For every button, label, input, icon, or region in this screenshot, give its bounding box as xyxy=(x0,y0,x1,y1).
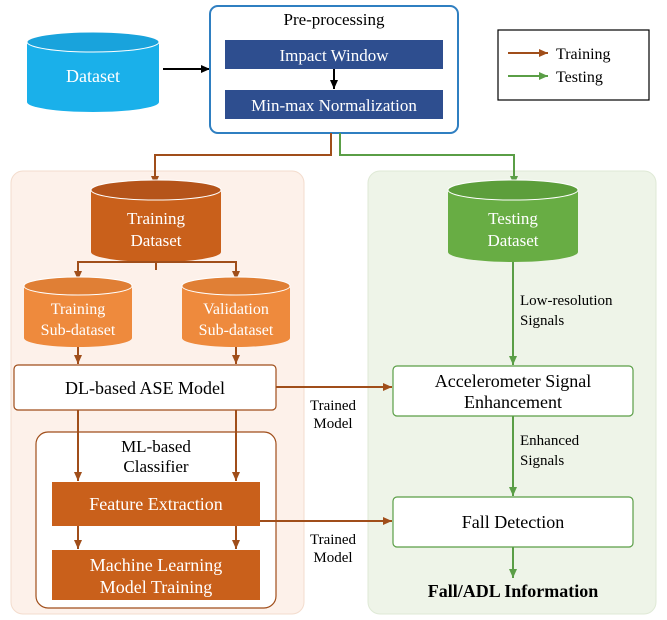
training-subdataset-label-1: Training xyxy=(51,301,106,318)
enhanced-label-2: Signals xyxy=(520,453,564,469)
testing-dataset-label-1: Testing xyxy=(488,209,538,228)
low-res-label-2: Signals xyxy=(520,313,564,329)
impact-window-box xyxy=(225,40,443,69)
trained-model-label-2a: Trained xyxy=(310,532,357,548)
classifier-title-2: Classifier xyxy=(123,457,188,476)
validation-subdataset-cylinder xyxy=(181,276,291,347)
training-to-val-sub-arrow xyxy=(156,261,240,280)
legend-box xyxy=(497,29,650,101)
trained-model-label-1a: Trained xyxy=(310,398,357,414)
preprocessing-to-testing-arrow xyxy=(339,133,518,185)
enhancement-label-2: Enhancement xyxy=(464,392,562,412)
minmax-box xyxy=(225,90,443,119)
training-dataset-cylinder xyxy=(90,179,222,262)
enhancement-label-1: Accelerometer Signal xyxy=(435,371,591,391)
training-dataset-label-2: Dataset xyxy=(131,231,182,250)
minmax-label: Min-max Normalization xyxy=(251,96,417,115)
validation-subdataset-label-1: Validation xyxy=(203,301,269,318)
feature-extraction-box xyxy=(52,482,260,526)
trained-model-label-2b: Model xyxy=(313,550,352,566)
dataset-label: Dataset xyxy=(66,66,120,86)
validation-subdataset-label-2: Sub-dataset xyxy=(199,322,274,339)
testing-dataset-cylinder xyxy=(447,179,579,262)
ml-training-label-2: Model Training xyxy=(100,577,213,597)
ml-training-label-1: Machine Learning xyxy=(90,555,222,575)
training-dataset-label-1: Training xyxy=(127,209,185,228)
impact-window-label: Impact Window xyxy=(279,46,389,65)
legend-training-label: Training xyxy=(556,46,611,63)
trained-model-label-1b: Model xyxy=(313,416,352,432)
ase-model-label: DL-based ASE Model xyxy=(65,378,225,398)
preprocessing-to-training-arrow xyxy=(151,133,332,185)
fall-detection-label: Fall Detection xyxy=(462,512,564,532)
testing-dataset-label-2: Dataset xyxy=(488,231,539,250)
legend-testing-label: Testing xyxy=(556,69,603,86)
dataset-cylinder xyxy=(26,31,160,112)
training-subdataset-cylinder xyxy=(23,276,133,347)
ml-training-box xyxy=(52,550,260,600)
output-label: Fall/ADL Information xyxy=(428,581,599,601)
training-to-train-sub-arrow xyxy=(74,261,156,280)
classifier-title-1: ML-based xyxy=(121,437,191,456)
enhanced-label-1: Enhanced xyxy=(520,433,580,449)
low-res-label-1: Low-resolution xyxy=(520,293,613,309)
preprocessing-title: Pre-processing xyxy=(283,10,385,29)
feature-extraction-label: Feature Extraction xyxy=(89,494,222,514)
training-subdataset-label-2: Sub-dataset xyxy=(41,322,116,339)
